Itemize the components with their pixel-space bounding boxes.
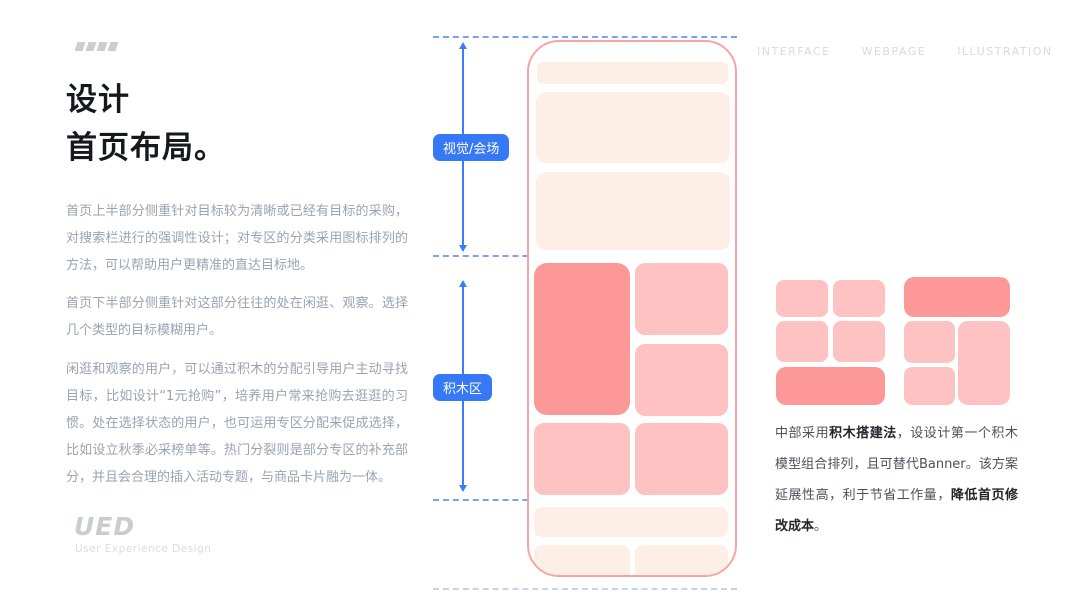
wireframe-feed-card-left — [534, 545, 630, 575]
wireframe-brick-right-top — [635, 263, 728, 335]
wireframe-banner-block — [536, 92, 730, 163]
brick-model-a-block — [833, 280, 885, 317]
bottom-boundary-line — [433, 588, 737, 590]
paragraph-top-half: 首页上半部分侧重针对目标较为清晰或已经有目标的采购，对搜索栏进行的强调性设计；对… — [66, 204, 408, 273]
arrow-down-icon — [459, 245, 467, 252]
wireframe-feed-card-right — [635, 545, 728, 575]
arrow-up-icon — [459, 42, 467, 49]
brick-model-a-block-accent — [776, 367, 885, 405]
brick-model-b-block-accent — [904, 277, 1010, 317]
ued-logo: UED — [74, 512, 136, 541]
mark-icon — [74, 42, 86, 51]
brick-model-b-block — [904, 367, 955, 405]
wireframe-venue-block — [536, 172, 730, 250]
category-nav: INTERFACE WEBPAGE ILLUSTRATION — [757, 45, 1053, 58]
wireframe-brick-large — [534, 263, 630, 415]
brick-model-a-block — [833, 321, 885, 362]
mark-icon — [85, 42, 97, 51]
section-boundary-line-top — [433, 36, 737, 38]
wireframe-search-bar — [537, 62, 728, 84]
page-title: 设计 首页布局。 — [66, 76, 226, 172]
phone-wireframe — [527, 40, 737, 577]
slide-marks-icon — [74, 42, 119, 51]
paragraph-bottom-half: 首页下半部分侧重针对这部分往往的处在闲逛、观察。选择几个类型的目标模糊用户。 — [66, 296, 408, 338]
mark-icon — [96, 42, 108, 51]
page-title-line1: 设计 — [66, 82, 130, 118]
brick-method-description: 中部采用积木搭建法，设设计第一个积木模型组合排列，且可替代Banner。该方案延… — [775, 426, 1018, 534]
wireframe-brick-right-mid — [635, 344, 728, 416]
nav-item-webpage: WEBPAGE — [861, 45, 927, 58]
arrow-down-icon — [459, 485, 467, 492]
wireframe-brick-bottom-left — [534, 423, 630, 495]
mark-icon — [107, 42, 119, 51]
arrow-up-icon — [459, 280, 467, 287]
brick-model-b-block — [958, 321, 1010, 405]
wireframe-brick-bottom-right — [635, 423, 728, 495]
page-title-line2: 首页布局。 — [66, 130, 226, 166]
paragraph-user-types: 闲逛和观察的用户，可以通过积木的分配引导用户主动寻找目标，比如设计“1元抢购”，… — [66, 362, 408, 485]
wireframe-feed-bar — [534, 507, 728, 537]
section-label-visual-venue: 视觉/会场 — [433, 134, 510, 161]
nav-item-interface: INTERFACE — [757, 45, 831, 58]
section-label-brick-area: 积木区 — [433, 374, 493, 401]
ued-logo-subtitle: User Experience Design — [75, 543, 212, 555]
brick-model-a-block — [776, 321, 828, 362]
brick-model-b-block — [904, 321, 955, 363]
nav-item-illustration: ILLUSTRATION — [957, 45, 1053, 58]
brick-model-a-block — [776, 280, 828, 317]
